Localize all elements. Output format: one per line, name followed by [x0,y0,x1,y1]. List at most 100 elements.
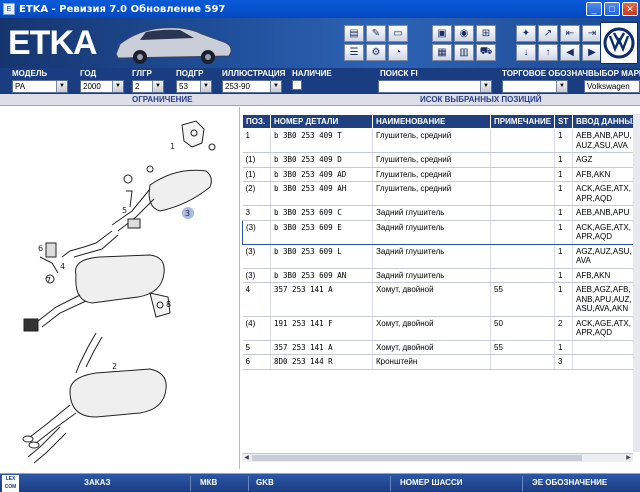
app-icon: E [3,3,15,15]
save-icon[interactable]: ▭ [388,25,408,42]
col-header-note[interactable]: ПРИМЕЧАНИЕ [490,114,555,129]
mkb-button[interactable]: МКВ [200,478,218,487]
prev-icon[interactable]: ◀ [560,44,580,61]
vertical-scrollbar[interactable] [633,114,640,452]
close-button[interactable]: ✕ [622,2,638,16]
cell-note [490,354,555,370]
filter-bar: МОДЕЛЬ PA▼ ГОД 2000▼ ГЛГР 2▼ ПОДГР 53▼ И… [0,68,640,94]
cell-part-number: b 3B0 253 609 C [270,205,373,221]
cell-pos: (4) [242,316,271,341]
pin-icon[interactable]: ✦ [516,25,536,42]
trade-label: ТОРГОВОЕ ОБОЗНАЧ [502,69,589,78]
cell-pos: (3) [242,244,271,269]
illustration-select[interactable]: 253-90▼ [222,80,282,93]
horizontal-scrollbar[interactable]: ◀ ▶ [242,453,633,462]
exhaust-illustration[interactable]: 3 1 5 4 6 7 2 8 [0,107,240,469]
scroll-right-icon[interactable]: ▶ [626,455,631,461]
cell-part-number: b 3B0 253 409 AD [270,167,373,182]
callout-4[interactable]: 4 [60,262,65,271]
search-select[interactable]: ▼ [378,80,492,93]
selected-positions-tab[interactable]: ИСОК ВЫБРАННЫХ ПОЗИЦИЙ [420,95,542,104]
window-titlebar: E ETKA - Ревизия 7.0 Обновление 597 _ □ … [0,0,640,18]
minimize-button[interactable]: _ [586,2,602,16]
callout-2[interactable]: 2 [112,362,117,371]
trade-select[interactable]: ▼ [502,80,568,93]
wrench-icon[interactable]: ⚙ [366,44,386,61]
cell-note: 50 [490,316,555,341]
online-icon[interactable]: ◉ [454,25,474,42]
cell-name: Хомут, двойной [372,282,491,317]
col-header-name[interactable]: НАИМЕНОВАНИЕ [372,114,491,129]
col-header-pos[interactable]: ПОЗ. [242,114,271,129]
model-label: МОДЕЛЬ [12,69,48,78]
parts-table-container: ПОЗ. НОМЕР ДЕТАЛИ НАИМЕНОВАНИЕ ПРИМЕЧАНИ… [242,114,640,452]
arrow-down-icon[interactable]: ↓ [516,44,536,61]
brand-select[interactable]: Volkswagen [584,80,640,93]
etka-logo: ETKA [8,24,98,62]
callout-1[interactable]: 1 [170,142,175,151]
table-icon[interactable]: ▦ [432,44,452,61]
scrollbar-thumb[interactable] [252,455,582,461]
designation-button[interactable]: ЭЕ ОБОЗНАЧЕНИЕ [532,478,608,487]
cell-pos: 3 [242,205,271,221]
chassis-number-button[interactable]: НОМЕР ШАССИ [400,478,463,487]
col-header-data[interactable]: ВВОД ДАННЫХ [572,114,634,129]
separator [522,476,523,491]
go-last-icon[interactable]: ⇥ [582,25,602,42]
col-header-part-number[interactable]: НОМЕР ДЕТАЛИ [270,114,373,129]
scroll-left-icon[interactable]: ◀ [244,455,249,461]
table-header-row: ПОЗ. НОМЕР ДЕТАЛИ НАИМЕНОВАНИЕ ПРИМЕЧАНИ… [242,114,634,129]
callout-8[interactable]: 8 [166,300,171,309]
cell-name: Задний глушитель [372,219,491,245]
order-button[interactable]: ЗАКАЗ [84,478,111,487]
availability-checkbox[interactable] [292,80,302,90]
elsa-icon[interactable]: ▣ [432,25,452,42]
callout-7[interactable]: 7 [46,276,51,285]
separator [248,476,249,491]
maximize-button[interactable]: □ [604,2,620,16]
availability-label: НАЛИЧИЕ [292,69,332,78]
cell-st: 3 [554,354,573,370]
main-group-select[interactable]: 2▼ [132,80,164,93]
col-header-st[interactable]: ST [554,114,573,129]
print-icon[interactable]: ▤ [344,25,364,42]
callout-6[interactable]: 6 [38,244,43,253]
gkb-button[interactable]: GKB [256,478,274,487]
next-icon[interactable]: ▶ [582,44,602,61]
cell-note [490,268,555,283]
edit-icon[interactable]: ✎ [366,25,386,42]
shopping-cart-icon[interactable]: ⛟ [476,44,496,61]
year-select[interactable]: 2000▼ [80,80,124,93]
cart-icon[interactable]: ⊞ [476,25,496,42]
callout-5[interactable]: 5 [122,206,127,215]
cell-part-number: 191 253 141 F [270,316,373,341]
separator [190,476,191,491]
subgroup-select[interactable]: 53▼ [176,80,212,93]
list-icon[interactable]: ☰ [344,44,364,61]
cell-st: 1 [554,268,573,283]
cell-note: 55 [490,282,555,317]
model-select[interactable]: PA▼ [12,80,68,93]
callout-3[interactable]: 3 [185,209,190,218]
dashboard-icon[interactable]: ◔ [388,44,408,61]
cell-name: Задний глушитель [372,205,491,221]
restriction-tab[interactable]: ОГРАНИЧЕНИЕ [132,95,193,104]
arrow-up-icon[interactable]: ↑ [538,44,558,61]
go-first-icon[interactable]: ⇤ [560,25,580,42]
arrow-up-right-icon[interactable]: ↗ [538,25,558,42]
grid-icon[interactable]: ▥ [454,44,474,61]
cell-part-number: b 3B0 253 409 T [270,128,373,153]
cell-st: 2 [554,316,573,341]
